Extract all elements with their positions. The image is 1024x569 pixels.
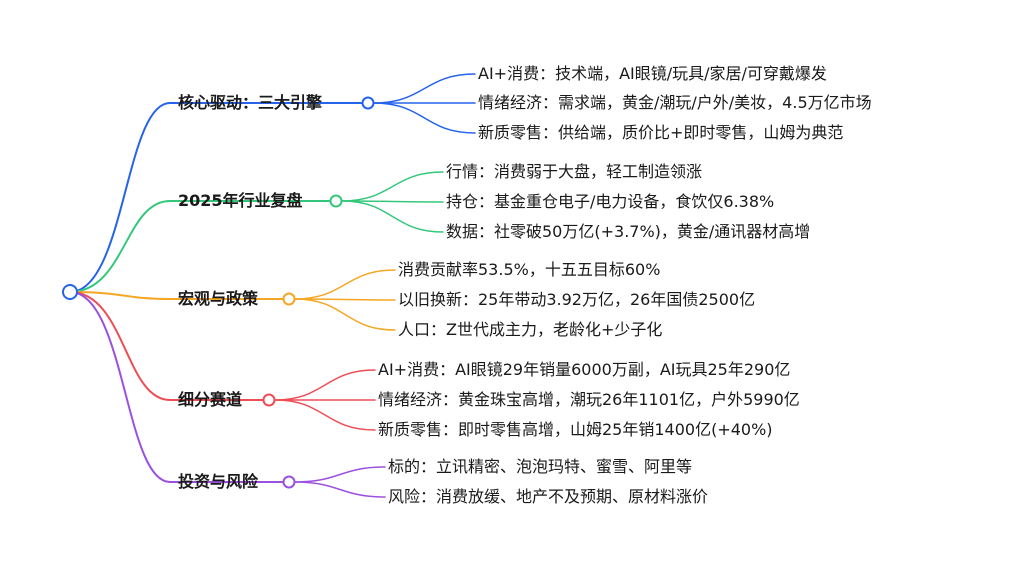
connector-branch-5-leaf-2	[294, 481, 386, 498]
branch-node-3-toggle[interactable]	[282, 292, 296, 306]
leaf-node-4-3: 新质零售：即时零售高增，山姆25年销1400亿(+40%)	[378, 420, 773, 439]
connector-branch-5-leaf-1	[294, 466, 386, 483]
root-node[interactable]	[62, 284, 78, 300]
leaf-node-2-2: 持仓：基金重仓电子/电力设备，食饮仅6.38%	[446, 192, 775, 211]
connector-root-to-branch-1	[69, 102, 363, 293]
connector-root-to-branch-2	[69, 200, 331, 293]
leaf-node-1-1: AI+消费：技术端，AI眼镜/玩具/家居/可穿戴爆发	[478, 64, 827, 83]
leaf-node-4-1: AI+消费：AI眼镜29年销量6000万副，AI玩具25年290亿	[378, 360, 791, 379]
connector-branch-3-leaf-1	[294, 269, 396, 300]
leaf-node-2-3: 数据：社零破50万亿(+3.7%)，黄金/通讯器材高增	[446, 222, 811, 241]
leaf-node-2-1: 行情：消费弱于大盘，轻工制造领涨	[446, 162, 703, 181]
leaf-node-3-1: 消费贡献率53.5%，十五五目标60%	[398, 260, 661, 279]
connector-root-to-branch-3	[69, 291, 284, 300]
connector-branch-4-leaf-3	[274, 399, 376, 431]
leaf-node-1-3: 新质零售：供给端，质价比+即时零售，山姆为典范	[478, 123, 844, 142]
leaf-node-5-2: 风险：消费放缓、地产不及预期、原材料涨价	[388, 487, 709, 506]
leaf-node-5-1: 标的：立讯精密、泡泡玛特、蜜雪、阿里等	[388, 457, 693, 476]
leaf-node-4-2: 情绪经济：黄金珠宝高增，潮玩26年1101亿，户外5990亿	[378, 390, 800, 409]
connector-branch-3-leaf-3	[294, 298, 396, 331]
leaf-node-3-2: 以旧换新：25年带动3.92万亿，26年国债2500亿	[398, 290, 756, 309]
connector-branch-2-leaf-3	[341, 200, 444, 233]
connector-branch-2-leaf-1	[341, 171, 444, 202]
connector-branch-3-leaf-2	[294, 298, 396, 301]
connector-branch-1-leaf-1	[373, 73, 476, 104]
connector-branch-4-leaf-1	[274, 369, 376, 401]
connector-root-to-branch-5	[69, 291, 284, 483]
branch-node-5-label: 投资与风险	[178, 472, 259, 491]
branch-node-4-label: 细分赛道	[178, 390, 243, 409]
leaf-node-3-3: 人口：Z世代成主力，老龄化+少子化	[398, 320, 663, 339]
branch-node-2-toggle[interactable]	[329, 194, 343, 208]
leaf-node-1-2: 情绪经济：需求端，黄金/潮玩/户外/美妆，4.5万亿市场	[478, 93, 872, 112]
branch-node-4-toggle[interactable]	[262, 393, 276, 407]
connector-root-to-branch-4	[69, 291, 264, 401]
branch-node-3-label: 宏观与政策	[178, 289, 259, 308]
branch-node-5-toggle[interactable]	[282, 475, 296, 489]
branch-node-2-label: 2025年行业复盘	[178, 191, 303, 210]
branch-node-1-label: 核心驱动：三大引擎	[178, 93, 323, 112]
branch-node-1-toggle[interactable]	[361, 96, 375, 110]
connector-branch-1-leaf-3	[373, 102, 476, 134]
connector-branch-2-leaf-2	[341, 200, 444, 203]
